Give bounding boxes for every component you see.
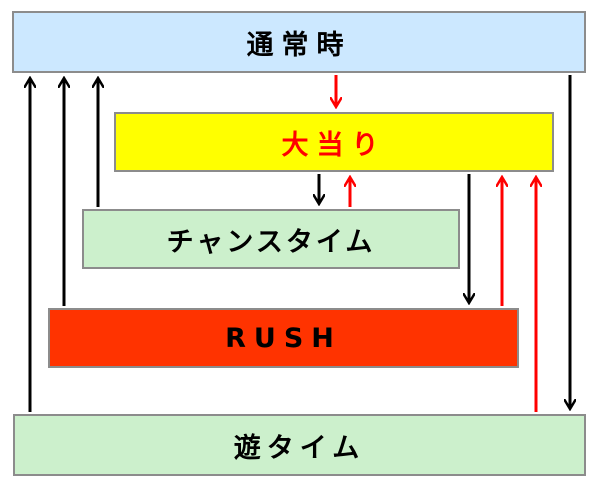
node-asobi-time: 遊タイム: [13, 414, 586, 476]
node-chance-time-label: チャンスタイム: [166, 226, 376, 258]
node-chance-time: チャンスタイム: [82, 209, 460, 269]
node-jackpot-label: 大当り: [281, 129, 387, 161]
node-rush-label: RUSH: [225, 322, 342, 354]
node-normal: 通常時: [12, 11, 586, 73]
node-asobi-time-label: 遊タイム: [233, 432, 366, 464]
node-jackpot: 大当り: [114, 112, 554, 172]
node-rush: RUSH: [48, 308, 519, 368]
node-normal-label: 通常時: [246, 29, 352, 61]
